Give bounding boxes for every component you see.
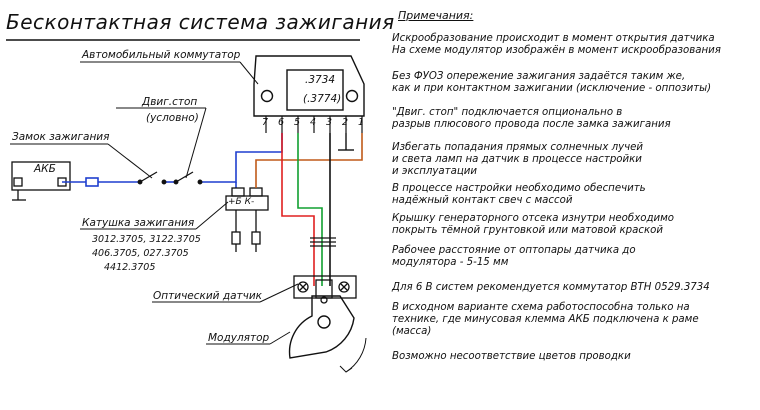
pin-label: 3 [326, 117, 333, 128]
ground-symbol [338, 133, 354, 151]
coil-terminals: +Б К- [228, 197, 255, 207]
coil-label: Катушка зажигания [82, 217, 195, 229]
commutator-pins [265, 116, 363, 133]
pin-label: 4 [310, 117, 317, 128]
note-item: "Двиг. стоп" подключается опционально в … [392, 107, 671, 130]
pin-label: 5 [294, 117, 301, 128]
pin-label: 6 [278, 117, 285, 128]
coil-model: 4412.3705 [104, 262, 156, 273]
mount-hole-right [345, 89, 359, 103]
note-item: Избегать попадания прямых солнечных луче… [392, 142, 644, 177]
note-item: В исходном варианте схема работоспособна… [392, 302, 699, 337]
pin-label: 7 [262, 117, 269, 128]
commutator-label: Автомобильный коммутатор [82, 49, 241, 61]
coil-model: 406.3705, 027.3705 [92, 248, 189, 259]
pin-label: 2 [342, 117, 349, 128]
note-item: Возможно несоответствие цветов проводки [392, 351, 631, 362]
green-wire [297, 133, 323, 286]
coil-model: 3012.3705, 3122.3705 [92, 234, 201, 245]
optical-sensor [293, 275, 357, 304]
commutator-model: .3734 [305, 74, 336, 86]
engine-stop-label: Двиг.стоп [142, 96, 198, 108]
page-title: Бесконтактная система зажигания [6, 10, 395, 34]
battery-label: АКБ [34, 163, 56, 175]
ignition-lock-label: Замок зажигания [12, 131, 110, 143]
note-item: В процессе настройки необходимо обеспечи… [392, 183, 646, 206]
switches [137, 171, 203, 185]
modulator [288, 295, 367, 373]
battery [11, 161, 71, 201]
note-item: Рабочее расстояние от оптопары датчика д… [392, 245, 636, 268]
connector [310, 237, 336, 247]
note-item: Для 6 В систем рекомендуется коммутатор … [392, 282, 710, 293]
ignition-coil [225, 187, 269, 252]
red-wire [281, 133, 315, 286]
sensor-label: Оптический датчик [153, 290, 263, 302]
brown-wire [255, 133, 363, 188]
commutator [253, 55, 365, 117]
note-item: Искрообразование происходит в момент отк… [392, 33, 721, 56]
pin-label: 1 [358, 117, 365, 128]
mount-hole-left [260, 89, 274, 103]
engine-stop-note: (условно) [146, 112, 199, 124]
note-item: Крышку генераторного отсека изнутри необ… [392, 213, 675, 236]
commutator-model-alt: (.3774) [303, 93, 342, 105]
note-item: Без ФУОЗ опережение зажигания задаётся т… [392, 71, 712, 94]
modulator-label: Модулятор [208, 332, 270, 344]
notes-title: Примечания: [398, 9, 474, 22]
leader-lines [10, 61, 299, 345]
